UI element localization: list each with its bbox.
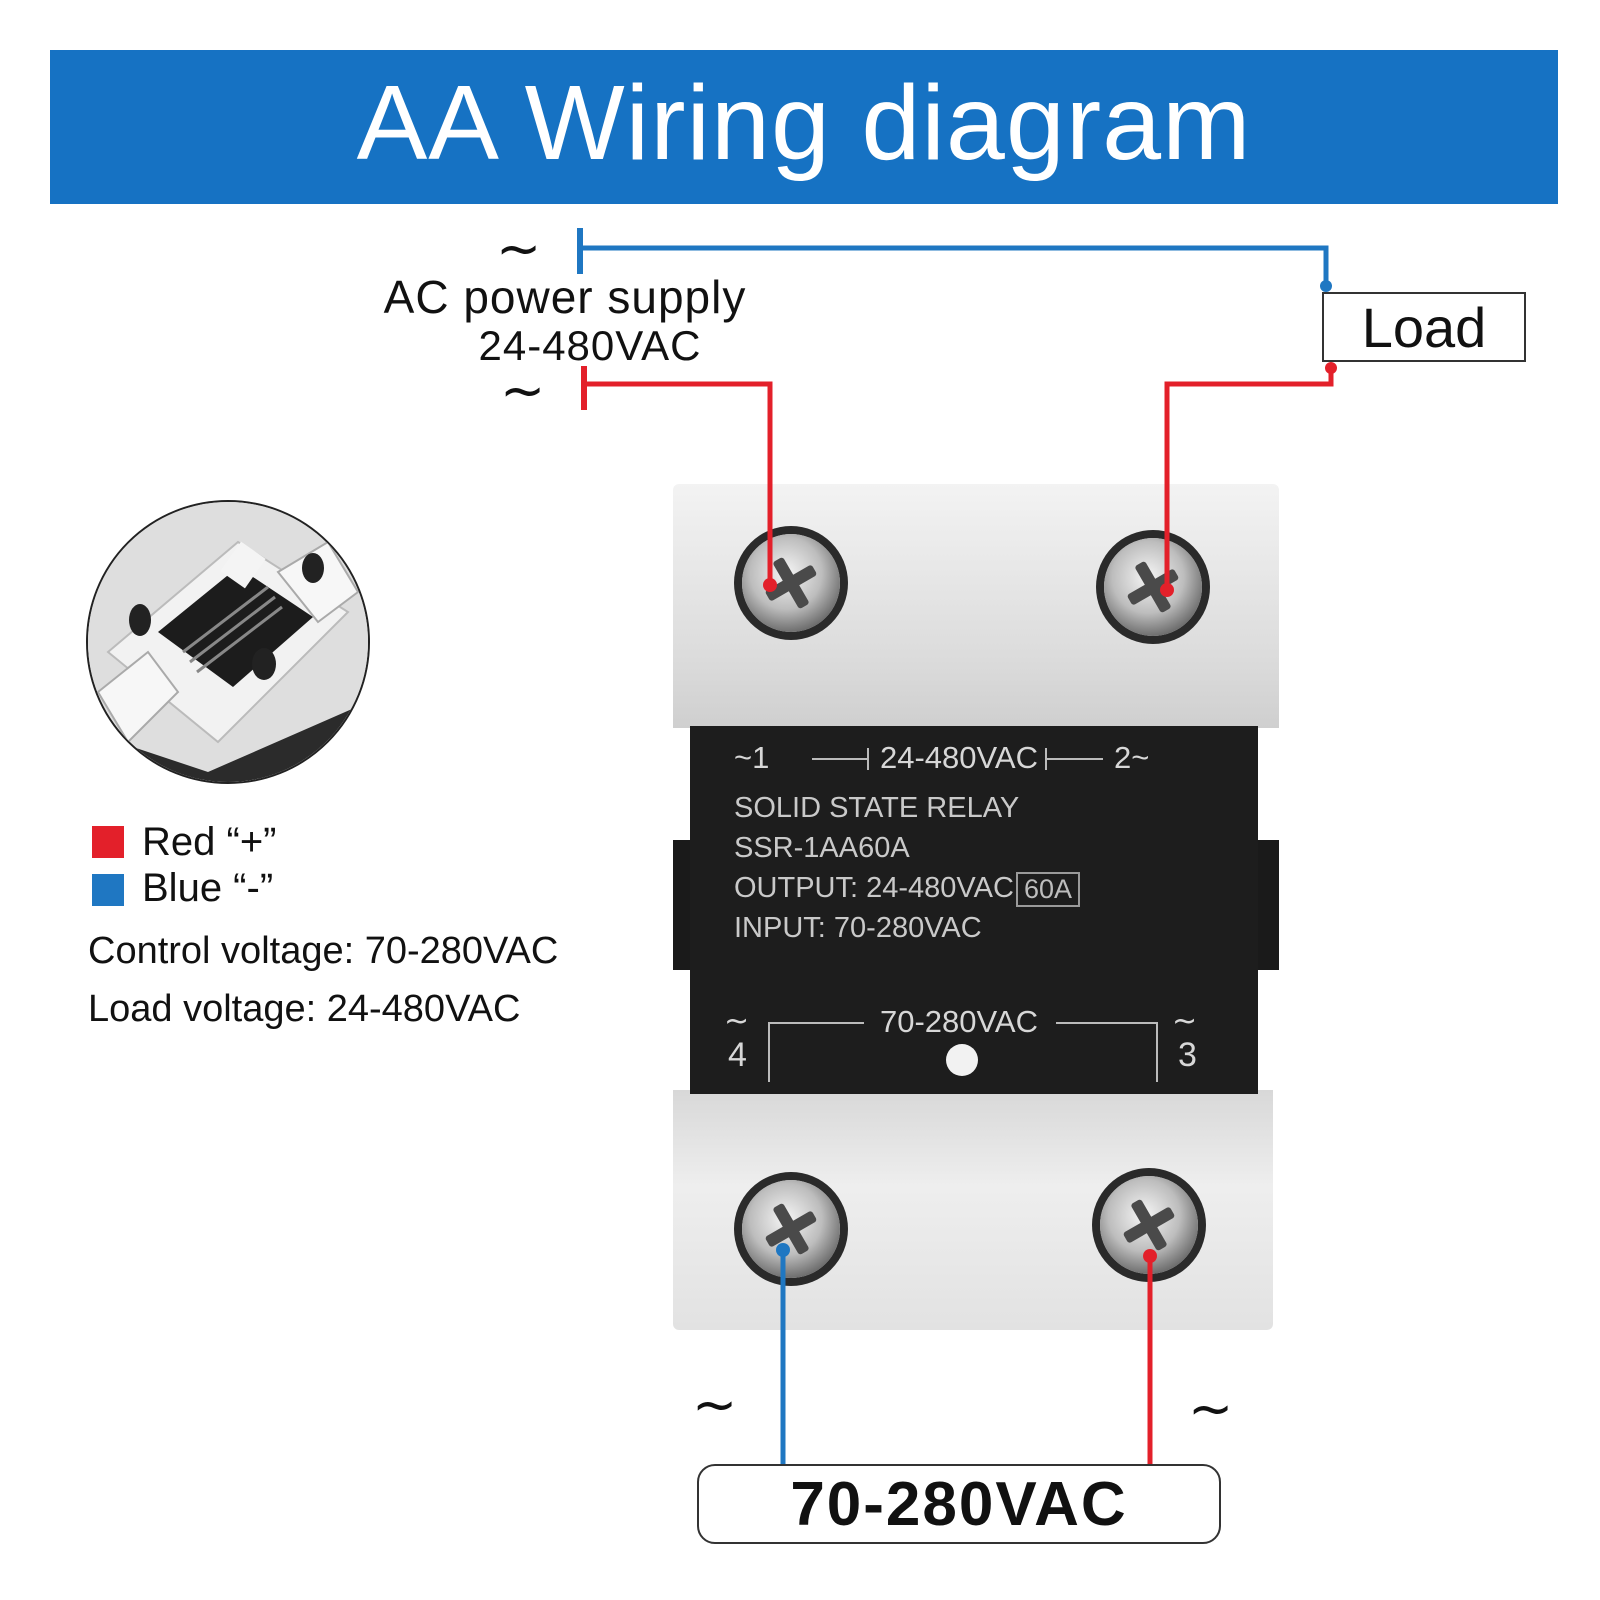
terminal-4-label: 4 bbox=[728, 1036, 747, 1074]
blue-legend-swatch bbox=[92, 874, 124, 906]
status-led-icon bbox=[946, 1044, 978, 1076]
header-banner: AA Wiring diagram bbox=[50, 50, 1558, 204]
control-tilde-left: ~ bbox=[692, 1373, 738, 1436]
relay-label-plate: ~1 24-480VAC 2~ SOLID STATE RELAY SSR-1A… bbox=[690, 726, 1258, 1094]
red-legend-swatch bbox=[92, 826, 124, 858]
input-bracket-left bbox=[768, 1022, 864, 1024]
input-range-label: 70-280VAC bbox=[880, 1004, 1038, 1039]
blue-legend-label: Blue “-” bbox=[142, 866, 274, 910]
output-bracket-left bbox=[812, 758, 868, 760]
supply-tilde-bottom: ~ bbox=[500, 359, 546, 422]
relay-photo-inset bbox=[86, 500, 370, 784]
terminal-4-screw-icon bbox=[742, 1180, 840, 1278]
terminal-3-screw-icon bbox=[1100, 1176, 1198, 1274]
relay-type-text: SOLID STATE RELAY bbox=[734, 792, 1020, 824]
control-voltage-text: Control voltage: 70-280VAC bbox=[88, 930, 559, 972]
output-bracket-right bbox=[1045, 758, 1103, 760]
terminal-2-screw-icon bbox=[1104, 538, 1202, 636]
load-voltage-text: Load voltage: 24-480VAC bbox=[88, 988, 521, 1030]
supply-voltage: 24-480VAC bbox=[478, 322, 702, 369]
relay-output-text: OUTPUT: 24-480VAC bbox=[734, 872, 1014, 904]
relay-photo-illustration bbox=[88, 502, 368, 782]
relay-model-text: SSR-1AA60A bbox=[734, 832, 910, 864]
relay-rating-badge: 60A bbox=[1016, 872, 1081, 907]
terminal-3-tilde: ~ bbox=[1172, 1004, 1198, 1039]
supply-label: AC power supply bbox=[383, 271, 747, 323]
relay-input-text: INPUT: 70-280VAC bbox=[734, 912, 982, 944]
terminal-4-tilde: ~ bbox=[724, 1004, 750, 1039]
control-voltage-box: 70-280VAC bbox=[697, 1464, 1221, 1544]
terminal-1-label: ~1 bbox=[734, 740, 770, 775]
control-tilde-right: ~ bbox=[1188, 1377, 1234, 1440]
load-blue-node bbox=[1320, 280, 1332, 292]
terminal-3-label: 3 bbox=[1178, 1036, 1197, 1074]
terminal-1-screw-icon bbox=[742, 534, 840, 632]
diagram-title: AA Wiring diagram bbox=[356, 64, 1252, 182]
output-range-label: 24-480VAC bbox=[880, 740, 1038, 775]
input-bracket-right bbox=[1056, 1022, 1156, 1024]
supply-tilde-top: ~ bbox=[496, 217, 542, 280]
load-box: Load bbox=[1322, 292, 1526, 362]
load-red-node bbox=[1325, 362, 1337, 374]
red-legend-label: Red “+” bbox=[142, 820, 277, 864]
terminal-2-label: 2~ bbox=[1114, 740, 1150, 775]
